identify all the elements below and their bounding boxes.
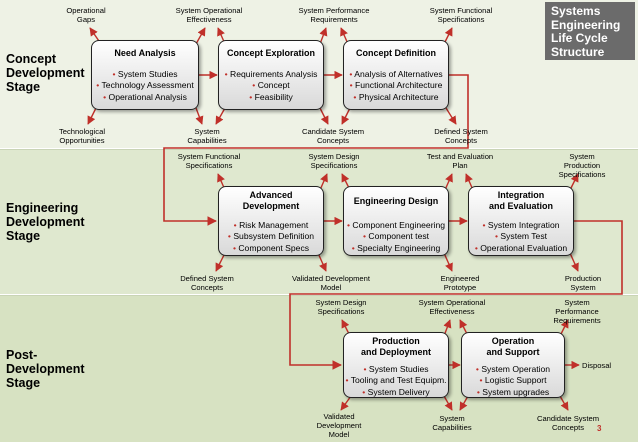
box-item: • System Test <box>494 231 548 242</box>
box-title: Operation and Support <box>486 336 540 357</box>
arrow-to-system-capabilities <box>215 107 226 125</box>
page-number: 3 <box>597 424 602 433</box>
box-item: • System Operation <box>475 364 551 374</box>
arrow-to-engineered-prototype <box>443 252 453 272</box>
box-title: Concept Exploration <box>226 48 315 58</box>
arrow-to-system-capabilities <box>443 395 453 411</box>
box-item: • Analysis of Alternatives <box>349 69 443 79</box>
box-items: • System Studies • Tooling and Test Equi… <box>344 364 448 398</box>
box-items: • Component Engineering • Component test… <box>344 220 448 254</box>
box-item: • System upgrades <box>476 386 550 397</box>
label-system-capabilities: System Capabilities <box>187 127 227 145</box>
box-item: • Functional Architecture <box>349 80 443 91</box>
label-defined-system-concepts: Defined System Concepts <box>180 274 234 292</box>
operation-support-box: Operation and Support • System Operation… <box>461 332 565 398</box>
box-item: • Requirements Analysis <box>224 69 318 79</box>
stage-label-post: Post- Development Stage <box>6 348 85 390</box>
box-items: • Risk Management • Subsystem Definition… <box>219 220 323 254</box>
box-item: • Technology Assessment <box>96 80 194 91</box>
concept-definition-box: Concept Definition • Analysis of Alterna… <box>343 40 449 110</box>
advanced-development-box: Advanced Development • Risk Management •… <box>218 186 324 256</box>
arrow-to-production-system <box>569 252 579 272</box>
arrow-to-system-capabilities <box>195 107 204 125</box>
label-system-performance-requirements: System Performance Requirements <box>553 298 601 325</box>
label-system-operational-effectiveness: System Operational Effectiveness <box>175 6 243 24</box>
label-validated-development-model: Validated Development Model <box>292 274 370 292</box>
stage-label-concept: Concept Development Stage <box>6 52 85 94</box>
label-system-design-specifications: System Design Specifications <box>308 152 360 170</box>
box-item: • Logistic Support <box>479 375 547 386</box>
arrow-to-candidate-concepts <box>341 107 351 125</box>
box-item: • Component test <box>362 231 430 242</box>
label-system-operational-effectiveness: System Operational Effectiveness <box>418 298 486 316</box>
arrow-to-technological-opportunities <box>87 107 97 125</box>
band-divider <box>0 149 638 150</box>
box-item: • System Delivery <box>362 386 430 397</box>
label-operational-gaps: Operational Gaps <box>66 6 106 24</box>
arrow-to-effectiveness <box>195 27 206 45</box>
box-item: • System Integration <box>482 220 560 230</box>
box-items: • System Studies • Technology Assessment… <box>92 69 198 103</box>
arrow-to-validated-model <box>317 252 327 272</box>
label-candidate-system-concepts: Candidate System Concepts <box>301 127 365 145</box>
box-item: • Feasibility <box>249 91 293 102</box>
box-item: • Concept <box>252 80 290 91</box>
concept-exploration-box: Concept Exploration • Requirements Analy… <box>218 40 324 110</box>
box-item: • Operational Evaluation <box>474 242 568 253</box>
label-engineered-prototype: Engineered Prototype <box>440 274 480 292</box>
label-candidate-system-concepts: Candidate System Concepts <box>536 414 600 432</box>
box-item: • System Studies <box>363 364 429 374</box>
box-item: • Specialty Engineering <box>351 242 441 253</box>
arrow-to-candidate-concepts <box>559 395 569 411</box>
need-analysis-box: Need Analysis • System Studies • Technol… <box>91 40 199 110</box>
box-items: • Analysis of Alternatives • Functional … <box>344 69 448 103</box>
box-item: • Component Engineering <box>346 220 446 230</box>
box-item: • System Studies <box>112 69 178 79</box>
flow-engineering-to-post <box>289 220 623 370</box>
box-title: Advanced Development <box>242 190 300 211</box>
label-test-and-evaluation-plan: Test and Evaluation Plan <box>426 152 494 170</box>
label-system-capabilities: System Capabilities <box>432 414 472 432</box>
label-technological-opportunities: Technological Opportunities <box>58 127 106 145</box>
label-production-system: Production System <box>564 274 602 292</box>
label-system-functional-specifications: System Functional Specifications <box>429 6 493 24</box>
label-disposal: Disposal <box>582 361 612 370</box>
box-item: • Component Specs <box>232 242 310 253</box>
box-title: Engineering Design <box>353 196 439 206</box>
arrow-to-candidate-concepts <box>319 107 329 125</box>
label-system-design-specifications: System Design Specifications <box>315 298 367 316</box>
box-title: Integration and Evaluation <box>488 190 553 211</box>
label-system-performance-requirements: System Performance Requirements <box>298 6 370 24</box>
label-system-production-specifications: System Production Specifications <box>558 152 606 179</box>
label-defined-system-concepts: Defined System Concepts <box>434 127 488 145</box>
box-item: • Tooling and Test Equipm. <box>345 375 447 386</box>
box-title: Concept Definition <box>356 48 436 58</box>
arrow-to-defined-concepts <box>215 252 226 272</box>
band-divider <box>0 295 638 296</box>
box-item: • Subsystem Definition <box>227 231 315 242</box>
label-system-functional-specifications: System Functional Specifications <box>177 152 241 170</box>
box-items: • System Integration • System Test • Ope… <box>469 220 573 254</box>
production-deployment-box: Production and Deployment • System Studi… <box>343 332 449 398</box>
arrow-to-defined-concepts <box>445 107 457 125</box>
box-item: • Physical Architecture <box>353 91 439 102</box>
arrow-to-system-capabilities <box>459 395 469 411</box>
box-items: • System Operation • Logistic Support • … <box>462 364 564 398</box>
box-item: • Operational Analysis <box>103 91 187 102</box>
box-item: • Risk Management <box>233 220 309 230</box>
label-validated-development-model: Validated Development Model <box>316 412 362 439</box>
integration-evaluation-box: Integration and Evaluation • System Inte… <box>468 186 574 256</box>
diagram-title: Systems Engineering Life Cycle Structure <box>545 2 635 60</box>
box-title: Production and Deployment <box>360 336 431 357</box>
box-items: • Requirements Analysis • Concept • Feas… <box>219 69 323 103</box>
box-title: Need Analysis <box>114 48 176 58</box>
engineering-design-box: Engineering Design • Component Engineeri… <box>343 186 449 256</box>
arrow-to-validated-model <box>340 395 352 411</box>
flow-concept-to-engineering <box>163 74 469 226</box>
stage-label-engineering: Engineering Development Stage <box>6 201 85 243</box>
arrow-group <box>87 27 623 411</box>
